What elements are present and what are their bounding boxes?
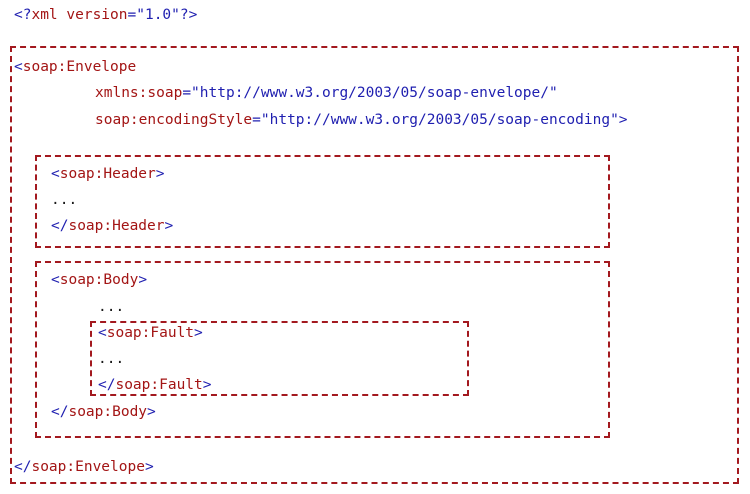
body-box [35,261,610,438]
body-open-tag: <soap:Body> [51,272,148,288]
header-open-tag: <soap:Header> [51,166,165,182]
fault-open-tag: <soap:Fault> [98,325,203,341]
envelope-xmlns-attr: xmlns:soap="http://www.w3.org/2003/05/so… [95,85,558,101]
envelope-box [10,46,739,484]
fault-ellipsis: ... [98,351,125,367]
header-close-tag: </soap:Header> [51,218,174,234]
body-close-tag: </soap:Body> [51,404,156,420]
header-ellipsis: ... [51,192,78,208]
envelope-close-tag: </soap:Envelope> [14,459,154,475]
fault-close-tag: </soap:Fault> [98,377,212,393]
fault-box [90,321,469,396]
envelope-open-tag: <soap:Envelope [14,59,137,75]
envelope-encoding-attr: soap:encodingStyle="http://www.w3.org/20… [95,112,628,128]
xml-declaration: <?xml version="1.0"?> [14,7,198,23]
header-box [35,155,610,248]
body-ellipsis: ... [98,299,125,315]
